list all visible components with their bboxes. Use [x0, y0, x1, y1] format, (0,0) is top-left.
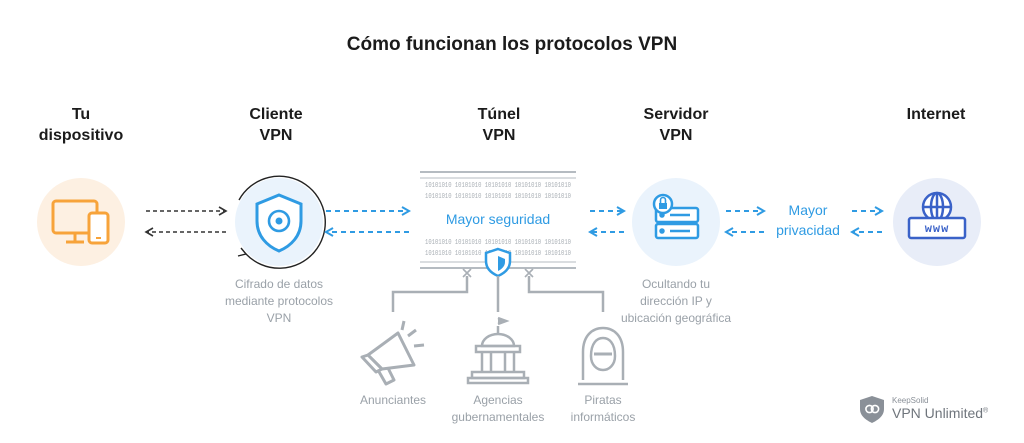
internet-node — [893, 178, 981, 266]
brand-registered-mark: ® — [983, 407, 989, 415]
caption-advertisers-line1: Anunciantes — [359, 393, 427, 407]
caption-hackers: Piratas informáticos — [543, 392, 663, 426]
brand-name: VPN Unlimited — [892, 405, 984, 421]
threat-connectors — [391, 276, 605, 312]
caption-government: Agencias gubernamentales — [438, 392, 558, 426]
caption-government-line2: gubernamentales — [451, 410, 545, 424]
caption-hackers-line2: informáticos — [570, 410, 636, 424]
vpn-client-node — [235, 175, 326, 269]
caption-server-line2: dirección IP y — [640, 294, 712, 308]
brand-keepsolid: KeepSolid — [892, 396, 929, 405]
label-device-line2: dispositivo — [38, 127, 124, 144]
keepsolid-shield-logo — [860, 396, 884, 423]
tunnel-binary-row-2: 10101010 10101010 10101010 10101010 1010… — [425, 193, 571, 201]
label-server-line2: VPN — [659, 127, 693, 144]
caption-client: Cifrado de datos mediante protocolos VPN — [197, 276, 361, 327]
globe-www-icon — [907, 191, 967, 240]
vpn-server-node — [632, 178, 720, 266]
label-internet: Internet — [871, 104, 1001, 125]
label-vpn-server: Servidor VPN — [611, 104, 741, 146]
server-lock-icon — [652, 193, 700, 240]
label-tunnel-line2: VPN — [482, 127, 516, 144]
label-tunnel-line1: Túnel — [477, 106, 521, 123]
caption-client-line3: VPN — [266, 311, 292, 325]
government-building-icon — [466, 316, 530, 385]
caption-hackers-line1: Piratas — [584, 393, 622, 407]
caption-server: Ocultando tu dirección IP y ubicación ge… — [594, 276, 758, 327]
label-device: Tu dispositivo — [16, 104, 146, 146]
caption-server-line1: Ocultando tu — [641, 277, 711, 291]
label-server-line1: Servidor — [643, 106, 709, 123]
caption-client-line2: mediante protocolos — [224, 294, 334, 308]
tunnel-binary-row-1: 10101010 10101010 10101010 10101010 1010… — [425, 182, 571, 190]
label-device-line1: Tu — [71, 106, 91, 123]
computer-phone-icon — [51, 199, 110, 245]
tunnel-label: Mayor seguridad — [446, 211, 550, 227]
diagram-title: Cómo funcionan los protocolos VPN — [346, 34, 678, 55]
internet-www-label: www — [925, 222, 950, 236]
caption-government-line1: Agencias — [473, 393, 523, 407]
caption-server-line3: ubicación geográfica — [620, 311, 732, 325]
megaphone-icon — [360, 320, 425, 386]
vpn-tunnel — [420, 171, 576, 269]
label-client-line1: Cliente — [249, 106, 303, 123]
shield-eye-icon — [255, 193, 303, 253]
brand-vpn-unlimited: VPN Unlimited® — [892, 405, 988, 421]
privacy-label: Mayor privacidad — [760, 200, 856, 240]
privacy-line1: Mayor — [788, 202, 828, 218]
caption-client-line1: Cifrado de datos — [234, 277, 324, 291]
label-vpn-tunnel: Túnel VPN — [434, 104, 564, 146]
label-internet-line1: Internet — [906, 106, 966, 123]
tunnel-binary-row-3: 10101010 10101010 10101010 10101010 1010… — [425, 239, 571, 247]
tunnel-shield-icon — [484, 247, 512, 278]
label-vpn-client: Cliente VPN — [211, 104, 341, 146]
label-client-line2: VPN — [259, 127, 293, 144]
caption-advertisers: Anunciantes — [333, 392, 453, 409]
blocked-x-marks — [462, 268, 534, 278]
hacker-icon — [578, 326, 628, 386]
device-node — [37, 178, 125, 266]
privacy-line2: privacidad — [776, 222, 840, 238]
